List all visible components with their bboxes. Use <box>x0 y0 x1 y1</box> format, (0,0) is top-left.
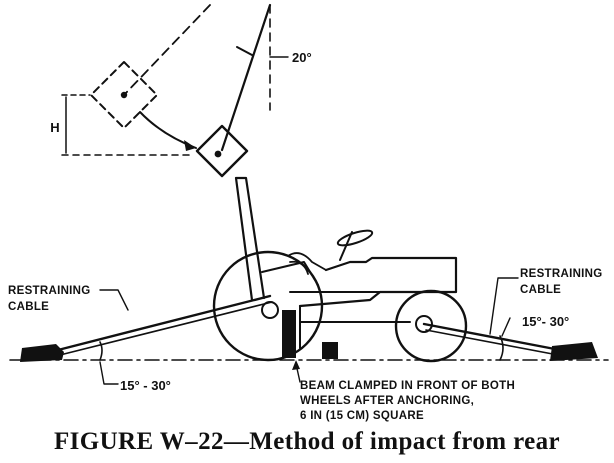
restraining-cable-left-leader <box>99 289 129 311</box>
tractor-hood <box>298 256 458 308</box>
angle-left-arc <box>99 341 103 361</box>
beam-note-line-2: WHEELS AFTER ANCHORING, <box>300 395 474 407</box>
anchor-right <box>550 342 598 361</box>
tractor-frame <box>289 291 411 349</box>
beam-block-rear <box>282 310 296 358</box>
figure-caption: FIGURE W–22—Method of impact from rear <box>53 428 561 455</box>
angle-right-arc <box>499 335 504 361</box>
impact-weight <box>195 124 249 178</box>
steering-wheel <box>336 229 374 247</box>
restraining-cable-right-2 <box>425 329 559 356</box>
restraining-cable-right-label-2: CABLE <box>520 284 561 296</box>
front-wheel <box>394 289 468 363</box>
angle-top-label: 20° <box>292 50 312 65</box>
operator-figure <box>287 252 327 275</box>
restraining-cable-right <box>422 322 562 352</box>
seat-support <box>234 176 266 302</box>
beam-note-line-1: BEAM CLAMPED IN FRONT OF BOTH <box>300 380 515 392</box>
front-wheel-hub <box>415 315 433 333</box>
rear-fender <box>261 261 319 286</box>
impact-weight-center <box>214 150 222 158</box>
angle-right-leader <box>501 317 511 337</box>
angle-left-leader <box>99 361 119 385</box>
beam-block-front <box>322 342 338 359</box>
swing-arrowhead <box>184 140 196 151</box>
angle-right-label: 15°- 30° <box>522 314 569 329</box>
anchor-left <box>20 344 64 362</box>
angle-top-arc <box>236 46 253 56</box>
pendulum-arm-impact <box>220 3 272 152</box>
restraining-cable-left <box>56 294 272 352</box>
beam-note-arrowhead <box>292 360 300 370</box>
released-weight <box>90 61 158 129</box>
restraining-cable-left-label-2: CABLE <box>8 301 49 313</box>
restraining-cable-left-label: RESTRAINING <box>8 285 91 297</box>
restraining-cable-left-2 <box>59 301 273 356</box>
restraining-cable-right-label: RESTRAINING <box>520 268 603 280</box>
rear-wheel <box>212 250 324 362</box>
released-weight-center <box>120 91 128 99</box>
restraining-cable-right-leader <box>489 277 519 335</box>
height-label: H <box>50 120 59 135</box>
beam-note-line-3: 6 IN (15 CM) SQUARE <box>300 410 424 422</box>
pendulum-arm-released <box>123 4 211 96</box>
angle-left-label: 15° - 30° <box>120 378 171 393</box>
